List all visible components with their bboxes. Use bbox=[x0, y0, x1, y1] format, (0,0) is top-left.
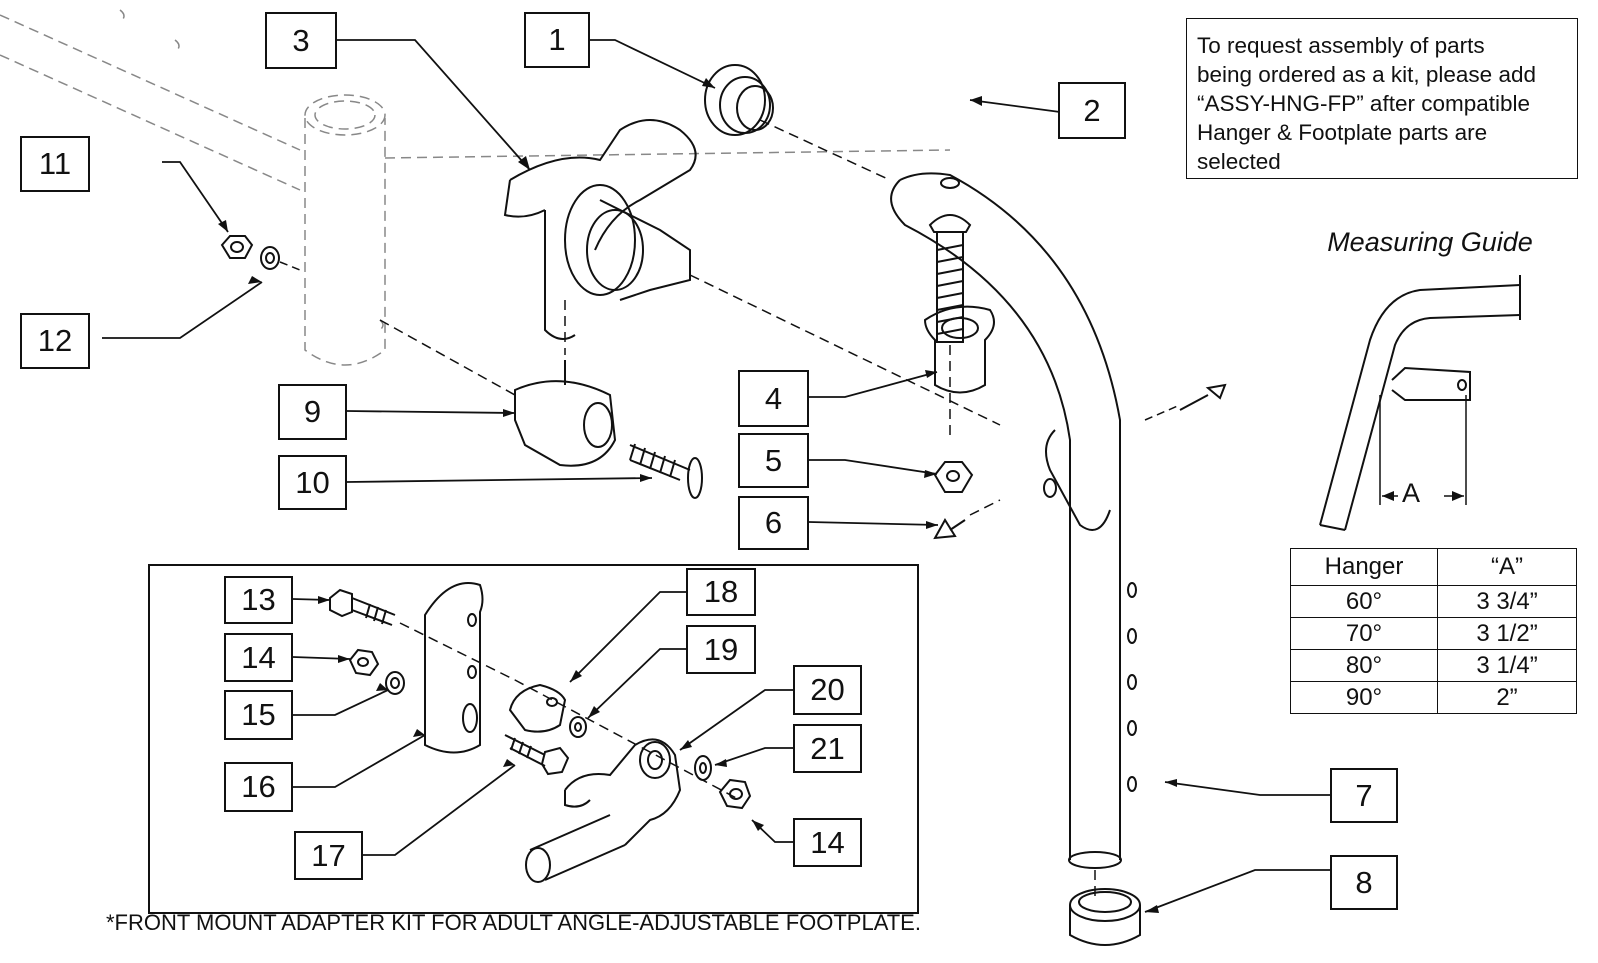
table-row: 60° 3 3/4” bbox=[1290, 585, 1577, 618]
callout-18: 18 bbox=[686, 568, 756, 616]
callout-17: 17 bbox=[294, 831, 363, 880]
note-line: selected bbox=[1197, 149, 1281, 174]
table-cell: 2” bbox=[1437, 681, 1577, 714]
clamp-9 bbox=[514, 360, 617, 467]
callout-9: 9 bbox=[278, 384, 347, 440]
table-cell: 60° bbox=[1290, 585, 1438, 618]
washer-12 bbox=[260, 246, 280, 270]
cam-18 bbox=[508, 683, 567, 733]
note-line: Hanger & Footplate parts are bbox=[1197, 120, 1488, 145]
hanger-tube-7 bbox=[890, 172, 1137, 869]
note-line: being ordered as a kit, please add bbox=[1197, 62, 1536, 87]
callout-15: 15 bbox=[224, 690, 293, 740]
bracket-16 bbox=[424, 582, 484, 754]
hex-nut-11 bbox=[220, 235, 254, 259]
note-line: “ASSY-HNG-FP” after compatible bbox=[1197, 91, 1531, 116]
frame-tube-ghost bbox=[0, 9, 951, 366]
table-cell: 90° bbox=[1290, 681, 1438, 714]
screw-6 bbox=[933, 518, 966, 540]
note-line: To request assembly of parts bbox=[1197, 33, 1485, 58]
footnote: *FRONT MOUNT ADAPTER KIT FOR ADULT ANGLE… bbox=[106, 910, 921, 935]
table-cell: 3 1/2” bbox=[1437, 617, 1577, 650]
adapter-kit-inset bbox=[148, 564, 919, 914]
table-header: Hanger bbox=[1290, 548, 1438, 586]
callout-19: 19 bbox=[686, 625, 756, 674]
table-cell: 3 3/4” bbox=[1437, 585, 1577, 618]
callout-21: 21 bbox=[793, 724, 862, 773]
table-row: 80° 3 1/4” bbox=[1290, 649, 1577, 682]
table-row: 90° 2” bbox=[1290, 681, 1577, 714]
leader-arrowheads bbox=[218, 78, 1177, 913]
bushing-4 bbox=[923, 305, 995, 394]
assembly-note: To request assembly of parts being order… bbox=[1186, 18, 1578, 179]
table-header-row: Hanger “A” bbox=[1290, 548, 1577, 586]
hex-nut-14-right bbox=[718, 778, 752, 810]
callout-13: 13 bbox=[224, 576, 293, 624]
screw-10 bbox=[629, 443, 703, 499]
end-cap-8 bbox=[1069, 888, 1141, 946]
callout-14-left: 14 bbox=[224, 633, 293, 682]
screw-2 bbox=[928, 214, 972, 343]
callout-1: 1 bbox=[524, 12, 590, 68]
dimension-arrowheads bbox=[1382, 491, 1464, 501]
callout-5: 5 bbox=[738, 433, 809, 488]
bushing-1 bbox=[704, 64, 774, 136]
measuring-guide-table: Hanger “A” 60° 3 3/4” 70° 3 1/2” 80° 3 1… bbox=[1290, 548, 1577, 714]
leader-lines bbox=[102, 39, 1330, 913]
callout-6: 6 bbox=[738, 496, 809, 550]
callout-7: 7 bbox=[1330, 768, 1398, 823]
hex-nut-5 bbox=[933, 461, 974, 493]
washer-21 bbox=[694, 755, 712, 781]
callout-16: 16 bbox=[224, 762, 293, 812]
dimension-label: A bbox=[1402, 478, 1421, 508]
washer-15 bbox=[385, 671, 405, 695]
table-cell: 3 1/4” bbox=[1437, 649, 1577, 682]
table-row: 70° 3 1/2” bbox=[1290, 617, 1577, 650]
washer-19 bbox=[569, 716, 587, 738]
table-cell: 70° bbox=[1290, 617, 1438, 650]
callout-11: 11 bbox=[20, 136, 90, 192]
callout-8: 8 bbox=[1330, 855, 1398, 910]
callout-14-right: 14 bbox=[793, 818, 862, 867]
callout-2: 2 bbox=[1058, 82, 1126, 139]
swivel-hanger-3 bbox=[503, 119, 697, 340]
table-cell: 80° bbox=[1290, 649, 1438, 682]
measuring-guide-title: Measuring Guide bbox=[1327, 227, 1533, 257]
bolt-17 bbox=[504, 734, 570, 776]
callout-10: 10 bbox=[278, 455, 347, 510]
callout-20: 20 bbox=[793, 665, 862, 715]
footplate-mount-20 bbox=[525, 738, 682, 883]
callout-4: 4 bbox=[738, 370, 809, 427]
bolt-13 bbox=[329, 588, 396, 626]
callout-3: 3 bbox=[265, 12, 337, 69]
hex-nut-14-left bbox=[348, 648, 380, 677]
table-header: “A” bbox=[1437, 548, 1577, 586]
callout-12: 12 bbox=[20, 313, 90, 369]
screw-7-side bbox=[1179, 383, 1227, 411]
